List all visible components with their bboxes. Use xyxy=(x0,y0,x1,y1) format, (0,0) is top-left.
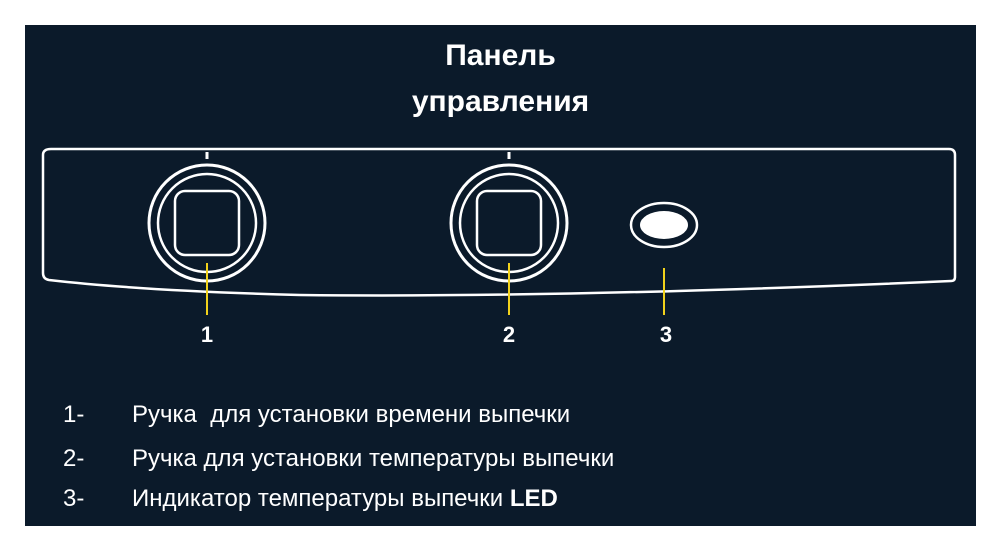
panel-outline xyxy=(41,147,957,297)
temperature-knob xyxy=(449,152,569,283)
title-line-1: Панель xyxy=(445,39,556,72)
control-panel-diagram: Панель управления 1 2 3 xyxy=(25,25,976,526)
legend-number: 2- xyxy=(63,445,85,472)
legend-text: Индикатор температуры выпечки xyxy=(132,485,510,512)
legend-number: 3- xyxy=(63,485,85,512)
title-line-2: управления xyxy=(411,85,590,118)
legend-number: 1- xyxy=(63,401,85,428)
legend-text: Ручка для установки времени выпечки xyxy=(132,401,571,428)
legend-text-bold: LED xyxy=(509,485,558,512)
led-indicator xyxy=(629,201,699,249)
callout-1: 1 xyxy=(201,322,213,347)
time-knob xyxy=(147,152,267,283)
callout-3: 3 xyxy=(660,322,672,347)
legend-item-3: 3- Индикатор температуры выпечки LED xyxy=(63,484,763,514)
callout-2: 2 xyxy=(503,322,515,347)
legend-item-2: 2- Ручка для установки температуры выпеч… xyxy=(63,444,823,474)
legend-item-1: 1- Ручка для установки времени выпечки xyxy=(63,400,763,430)
legend-text: Ручка для установки температуры выпечки xyxy=(132,445,615,472)
panel-drawing: 1 2 3 xyxy=(41,147,957,347)
